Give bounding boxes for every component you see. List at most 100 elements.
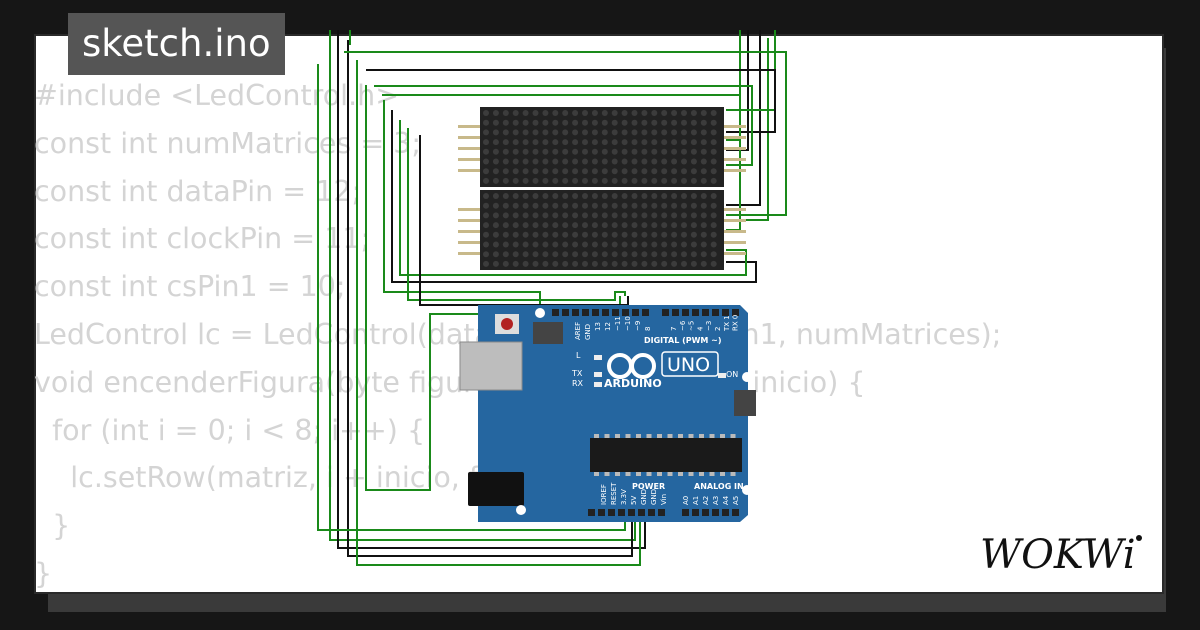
pin-label-digital: 12 xyxy=(604,322,612,331)
led-dot xyxy=(611,193,618,199)
led-dot xyxy=(572,241,579,248)
led-dot xyxy=(572,231,579,238)
led-dot xyxy=(483,177,489,184)
pin-label-digital: ~10 xyxy=(624,316,632,331)
led-dot xyxy=(710,139,717,146)
led-dot xyxy=(621,260,628,267)
led-dot xyxy=(483,129,489,136)
led-dot xyxy=(572,177,579,184)
led-dot xyxy=(483,222,489,229)
led-dot xyxy=(582,222,588,229)
led-dot xyxy=(710,148,717,155)
led-dot xyxy=(502,110,509,116)
header-pin xyxy=(692,509,699,516)
led-dot xyxy=(710,231,717,238)
led-dot xyxy=(710,260,717,267)
led-dot xyxy=(710,202,717,209)
atmega-chip xyxy=(590,438,742,472)
led-dot xyxy=(552,110,559,116)
led-dot xyxy=(690,193,697,199)
led-dot xyxy=(681,212,687,219)
status-led xyxy=(718,373,726,378)
led-dot xyxy=(681,231,687,238)
led-dot xyxy=(591,193,598,199)
file-name-tab[interactable]: sketch.ino xyxy=(68,13,285,75)
chip-pin xyxy=(699,472,704,476)
led-dot xyxy=(671,251,678,258)
led-dot xyxy=(591,251,598,258)
led-dot xyxy=(522,177,529,184)
led-dot xyxy=(601,193,608,199)
chip-pin xyxy=(604,434,610,438)
led-dot xyxy=(591,119,598,126)
led-dot xyxy=(512,222,519,229)
led-dot xyxy=(532,158,539,165)
led-dot xyxy=(512,158,519,165)
led-dot xyxy=(631,177,638,184)
uno-badge xyxy=(661,351,719,377)
chip-pin xyxy=(688,434,694,438)
led-dot xyxy=(542,260,549,267)
matrix-pin xyxy=(724,219,746,222)
led-dot xyxy=(611,222,618,229)
led-dot xyxy=(562,251,569,258)
led-dot xyxy=(690,202,697,209)
led-dot xyxy=(591,202,598,209)
chip-pin xyxy=(625,472,631,476)
led-dot xyxy=(641,129,648,136)
led-dot xyxy=(582,168,588,175)
led-dot xyxy=(661,202,668,209)
led-dot xyxy=(572,139,579,146)
led-dot xyxy=(483,260,489,267)
led-dot xyxy=(700,193,707,199)
led-dot xyxy=(502,241,509,248)
matrix-pin xyxy=(724,252,746,255)
led-dot xyxy=(492,222,499,229)
pin-label-analog: A5 xyxy=(732,496,740,505)
led-dot xyxy=(591,139,598,146)
led-dot xyxy=(671,231,678,238)
led-dot xyxy=(483,202,489,209)
led-dot xyxy=(492,241,499,248)
pin-label-power: 3.3V xyxy=(620,489,628,505)
led-dot xyxy=(710,177,717,184)
led-dot xyxy=(502,119,509,126)
led-dot xyxy=(681,110,687,116)
led-dot xyxy=(562,139,569,146)
matrix-pin xyxy=(724,241,746,244)
led-dot xyxy=(532,129,539,136)
led-dot xyxy=(621,158,628,165)
led-dot xyxy=(641,212,648,219)
led-dot xyxy=(700,222,707,229)
led-dot xyxy=(492,177,499,184)
led-dot xyxy=(562,260,569,267)
led-dot xyxy=(641,251,648,258)
led-dot xyxy=(492,168,499,175)
header-pin xyxy=(662,309,669,316)
matrix-pin xyxy=(458,252,480,255)
led-dot xyxy=(522,222,529,229)
led-dot xyxy=(552,260,559,267)
led-dot xyxy=(621,202,628,209)
led-dot xyxy=(512,129,519,136)
led-dot xyxy=(690,139,697,146)
led-dot xyxy=(690,260,697,267)
led-dot xyxy=(661,129,668,136)
header-pin xyxy=(642,309,649,316)
chip-pin xyxy=(709,434,715,438)
led-dot xyxy=(483,110,489,116)
led-dot xyxy=(492,139,499,146)
led-dot xyxy=(651,193,658,199)
led-dot xyxy=(700,119,707,126)
led-dot xyxy=(532,231,539,238)
pin-label-digital: 2 xyxy=(714,327,722,331)
led-dot xyxy=(582,119,588,126)
led-dot xyxy=(651,168,658,175)
led-dot xyxy=(651,222,658,229)
led-dot xyxy=(621,212,628,219)
led-dot xyxy=(601,241,608,248)
header-pin xyxy=(598,509,605,516)
icsp-header xyxy=(734,390,756,416)
header-pin xyxy=(658,509,665,516)
